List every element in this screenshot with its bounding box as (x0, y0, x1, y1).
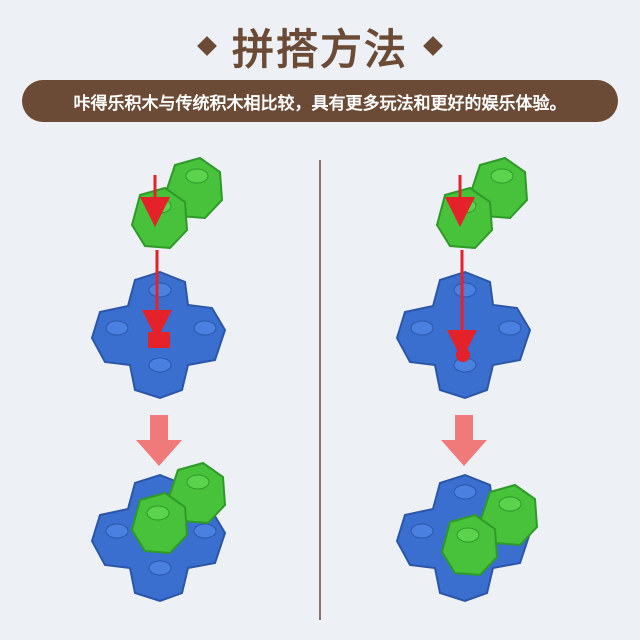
right-green-block (435, 156, 529, 250)
right-panel (395, 156, 539, 603)
left-panel (90, 156, 227, 603)
right-down-arrow-icon (441, 415, 487, 466)
title-row: 拼搭方法 (0, 14, 640, 78)
right-result-assembly (395, 473, 539, 603)
page-title: 拼搭方法 (231, 24, 408, 74)
subtitle-banner: 咔得乐积木与传统积木相比较，具有更多玩法和更好的娱乐体验。 (22, 80, 618, 122)
left-result-assembly (90, 461, 227, 603)
left-green-block (130, 156, 224, 250)
center-divider (319, 160, 321, 620)
subtitle-text: 咔得乐积木与传统积木相比较，具有更多玩法和更好的娱乐体验。 (73, 93, 567, 114)
left-down-arrow-icon (136, 415, 182, 466)
